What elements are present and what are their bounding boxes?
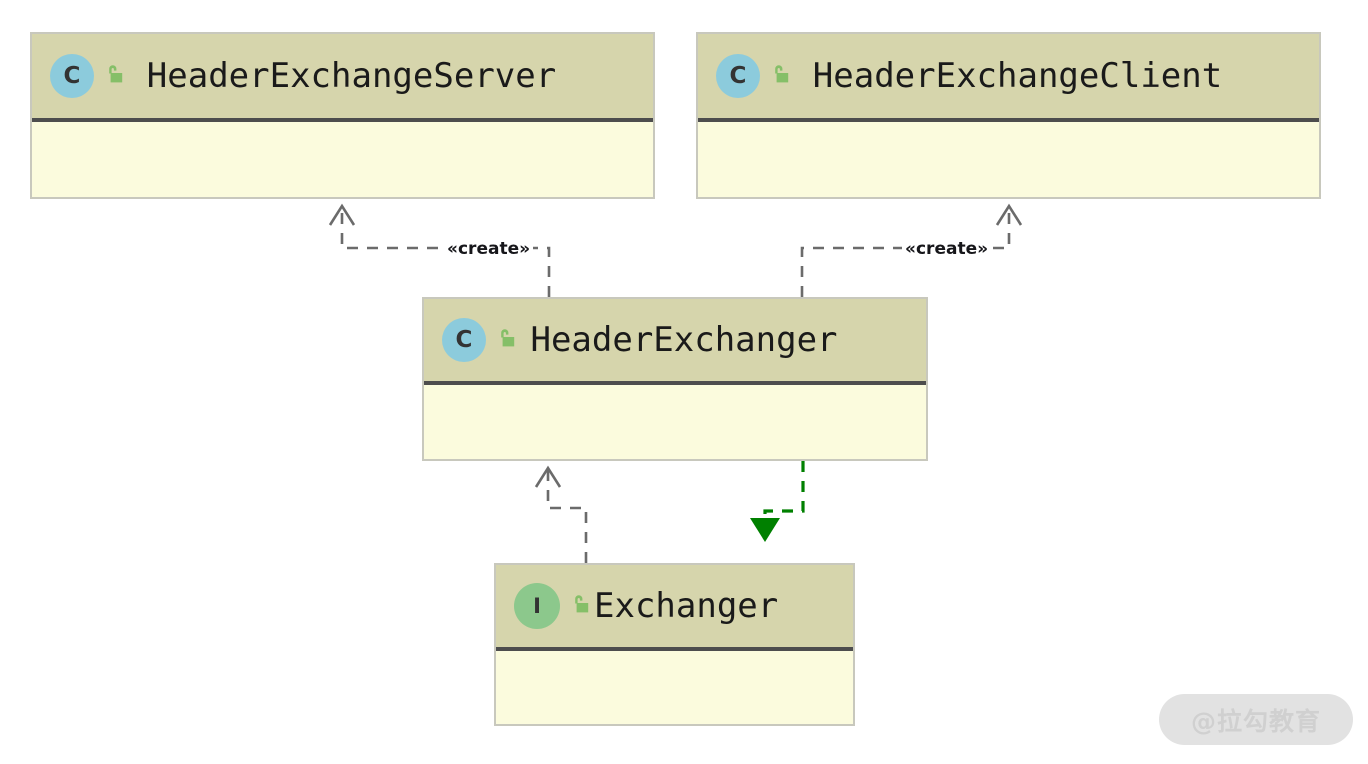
unlocked-padlock-icon [494, 325, 520, 355]
class-marker-icon: C [50, 54, 94, 98]
class-marker-icon: C [716, 54, 760, 98]
class-marker-icon: C [442, 318, 486, 362]
uml-class-header-exchange-client[interactable]: C HeaderExchangeClient [696, 32, 1321, 199]
uml-class-name: Exchanger [594, 586, 779, 626]
uml-class-members [424, 385, 926, 455]
uml-class-header: C HeaderExchangeServer [32, 34, 653, 122]
interface-marker-icon: I [514, 583, 560, 629]
uml-class-exchanger[interactable]: I Exchanger [494, 563, 855, 726]
uml-class-name: HeaderExchangeClient [812, 56, 1223, 96]
uml-class-header-exchange-server[interactable]: C HeaderExchangeServer [30, 32, 655, 199]
uml-class-header: C HeaderExchanger [424, 299, 926, 385]
realization-arrowhead [750, 518, 780, 542]
uml-class-header: C HeaderExchangeClient [698, 34, 1319, 122]
dependency-arrowhead [534, 465, 562, 488]
dependency-arrowhead [328, 203, 356, 226]
uml-class-members [32, 122, 653, 193]
edge-label-create-client: «create» [902, 240, 992, 258]
dependency-arrowhead [995, 203, 1023, 226]
watermark-text: @拉勾教育 [1190, 706, 1321, 736]
uml-class-members [496, 651, 853, 720]
uml-class-header: I Exchanger [496, 565, 853, 651]
connector-exchanger-to-header-exchanger [534, 465, 588, 563]
uml-class-name: HeaderExchangeServer [146, 56, 557, 96]
connector-realization-header-exchanger-exchanger [750, 461, 805, 542]
watermark: @拉勾教育 [1159, 694, 1353, 745]
uml-class-members [698, 122, 1319, 193]
uml-class-name: HeaderExchanger [530, 320, 838, 360]
edge-label-create-server: «create» [444, 240, 534, 258]
unlocked-padlock-icon [568, 591, 594, 621]
unlocked-padlock-icon [102, 61, 128, 91]
unlocked-padlock-icon [768, 61, 794, 91]
uml-class-header-exchanger[interactable]: C HeaderExchanger [422, 297, 928, 461]
